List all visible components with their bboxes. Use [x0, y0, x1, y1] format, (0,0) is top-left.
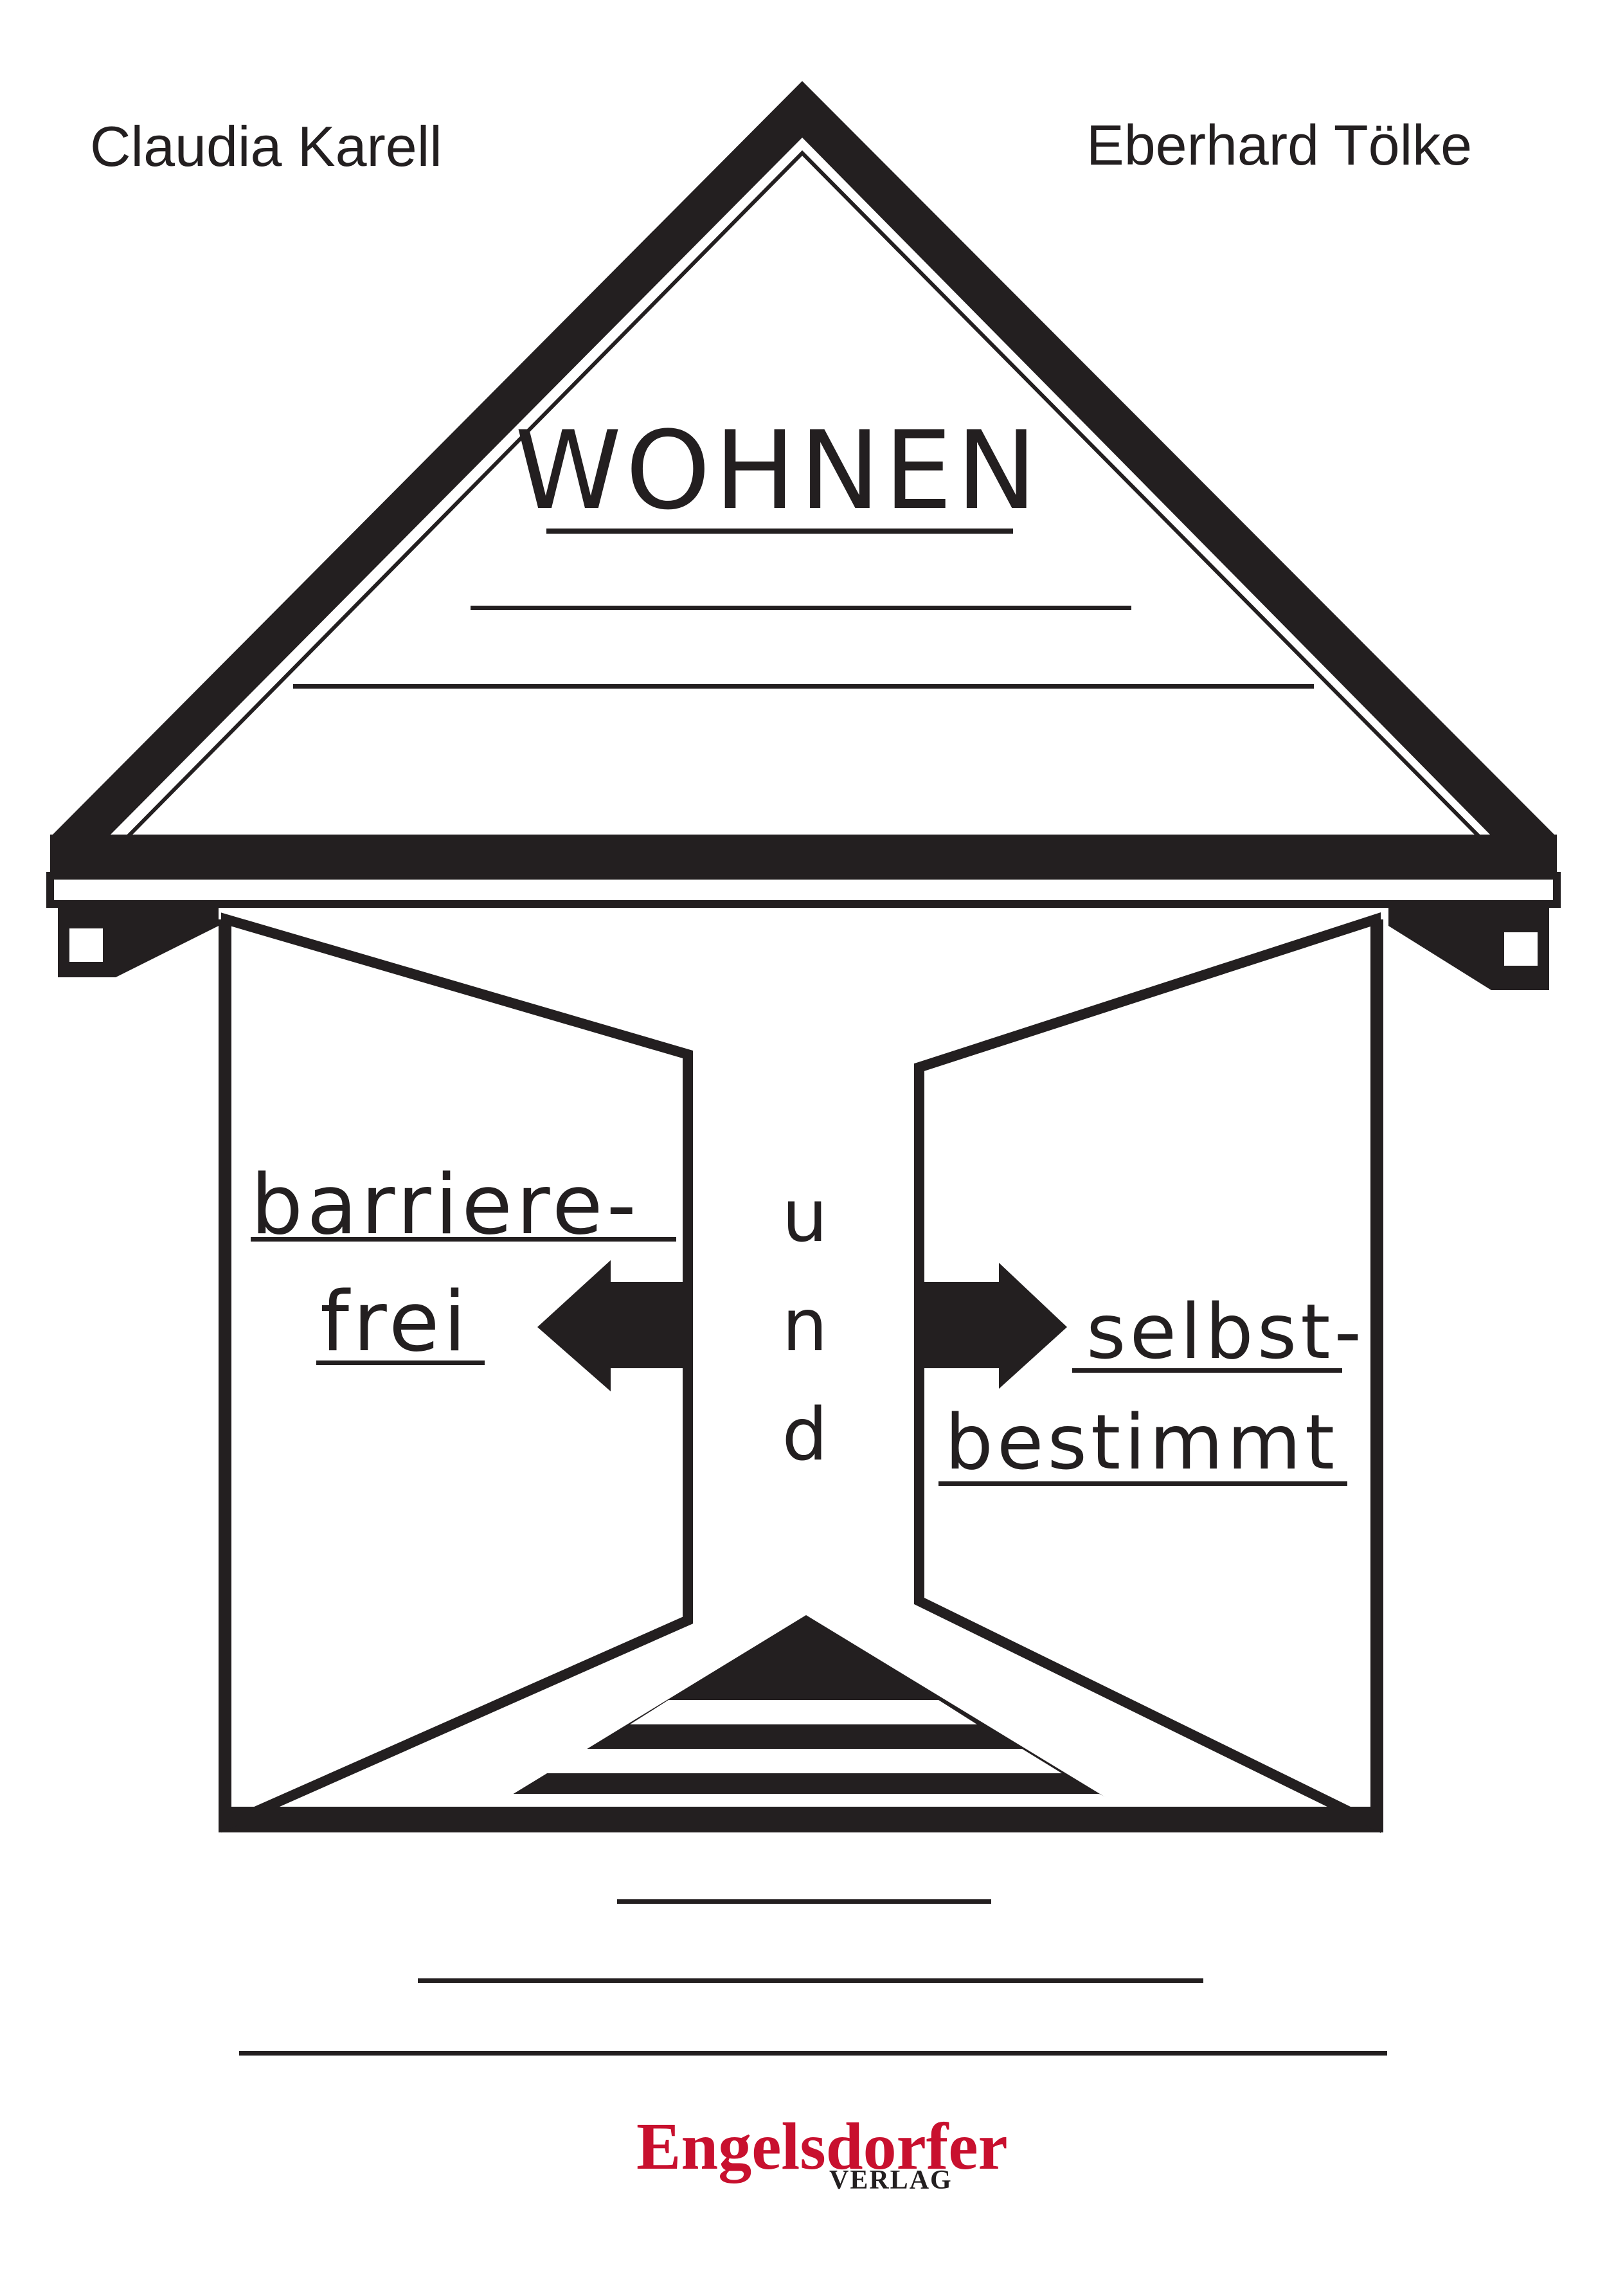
roof-title: WOHNEN [515, 408, 1041, 534]
left-door-panel [221, 912, 693, 1833]
ground-lines [239, 1899, 1387, 2056]
publisher-sub: VERLAG [829, 2165, 953, 2195]
arrow-left [537, 1260, 688, 1391]
center-letter-d: d [782, 1393, 827, 1477]
roof-underline [546, 529, 1013, 534]
ground-line-1 [617, 1899, 991, 1904]
center-letter-u: u [782, 1175, 828, 1258]
publisher-name: Engelsdorfer [636, 2110, 1008, 2183]
right-word-line2: bestimmt [945, 1398, 1338, 1487]
house-body: barriere- frei u n d selbst- bestimmt [219, 912, 1383, 1833]
roof: WOHNEN [46, 81, 1561, 990]
roof-beam [50, 835, 1557, 873]
left-word-line2: frei [320, 1274, 470, 1370]
author-right: Eberhard Tölke [1086, 113, 1472, 177]
ground-line-3 [239, 2051, 1387, 2056]
publisher-logo: Engelsdorfer VERLAG [636, 2110, 1008, 2195]
center-letter-n: n [782, 1284, 828, 1368]
author-left: Claudia Karell [90, 114, 442, 178]
roof-line-1 [471, 606, 1131, 610]
arrow-right [919, 1263, 1067, 1389]
ground-line-2 [418, 1978, 1203, 1983]
right-word-line1: selbst- [1086, 1287, 1365, 1376]
roof-line-2 [293, 684, 1314, 689]
